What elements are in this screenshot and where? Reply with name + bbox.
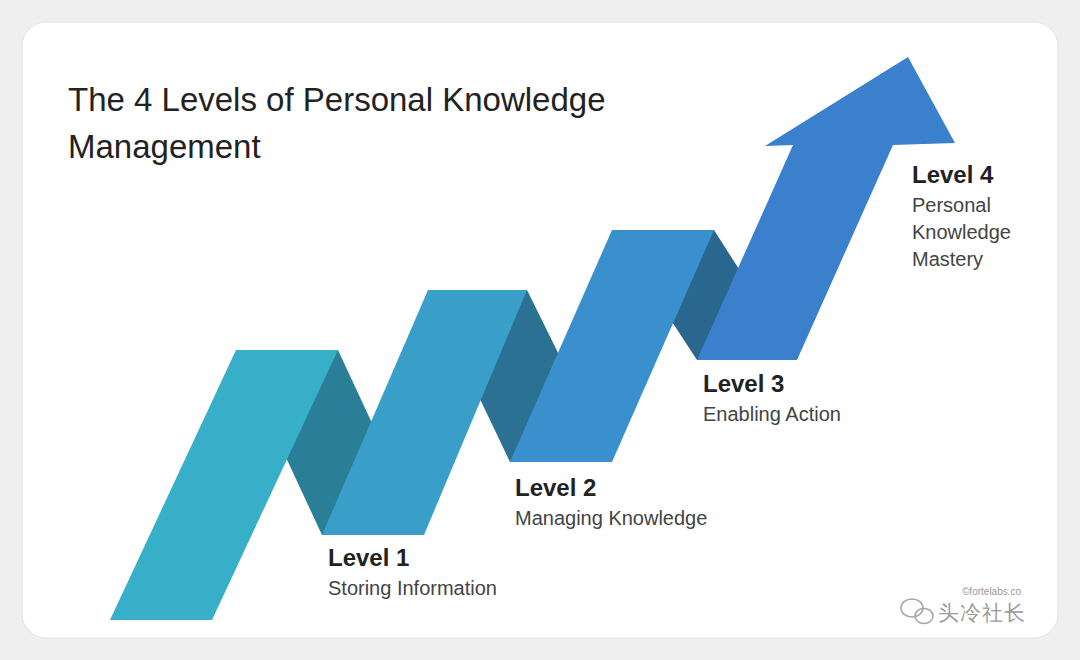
level-label: Level 4Personal Knowledge Mastery [912, 160, 1040, 273]
level-description: Enabling Action [703, 401, 841, 428]
level-description: Storing Information [328, 575, 497, 602]
watermark-icon [901, 599, 933, 624]
level-heading: Level 4 [912, 160, 1040, 190]
ribbon-segment [322, 290, 527, 535]
level-heading: Level 3 [703, 369, 841, 399]
level-label: Level 1Storing Information [328, 543, 497, 602]
level-label: Level 3Enabling Action [703, 369, 841, 428]
ribbon-segment [510, 230, 714, 462]
level-heading: Level 1 [328, 543, 497, 573]
level-description: Managing Knowledge [515, 505, 707, 532]
ribbon-segment [110, 350, 338, 620]
diagram-title: The 4 Levels of Personal Knowledge Manag… [68, 76, 628, 170]
copyright-note: ©fortelabs.co [962, 586, 1021, 597]
watermark: 头冷社长 [938, 599, 1026, 627]
level-heading: Level 2 [515, 473, 707, 503]
level-label: Level 2Managing Knowledge [515, 473, 707, 532]
card [22, 22, 1058, 638]
level-description: Personal Knowledge Mastery [912, 192, 1040, 273]
